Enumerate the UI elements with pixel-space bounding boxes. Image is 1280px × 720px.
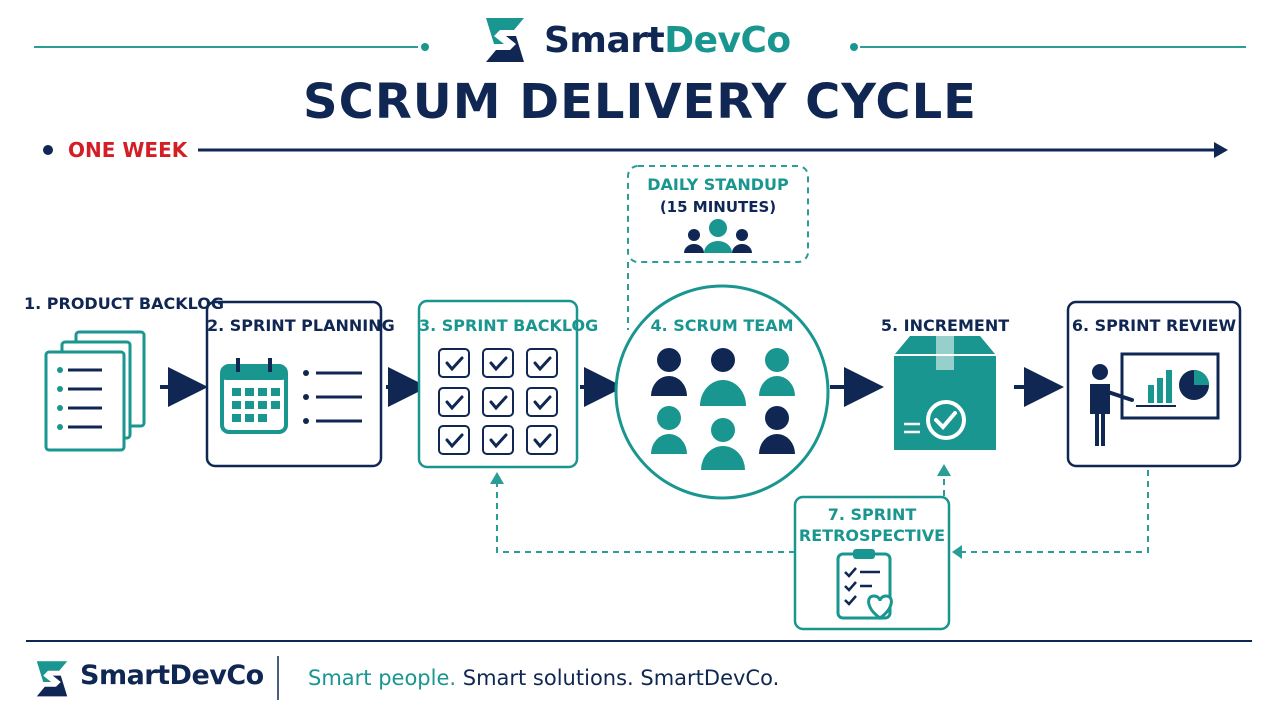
smartdevco-logo-icon xyxy=(480,14,530,66)
step-1-label: 1. PRODUCT BACKLOG xyxy=(24,294,225,313)
clipboard-heart-icon xyxy=(836,549,893,620)
retro-title-line2: RETROSPECTIVE xyxy=(798,526,946,545)
daily-standup-box xyxy=(627,165,809,330)
loop-arrowhead-increment xyxy=(937,464,951,476)
sprint-backlog-box xyxy=(417,299,579,469)
loop-arrowhead-retro xyxy=(952,545,962,559)
calendar-icon xyxy=(220,358,288,434)
scrum-team-circle xyxy=(614,284,830,500)
page-title: SCRUM DELIVERY CYCLE xyxy=(303,74,977,130)
brand-header: SmartDevCo xyxy=(0,10,1280,70)
timeline-arrow xyxy=(43,142,1228,158)
step-4-label: 4. SCRUM TEAM xyxy=(650,316,794,335)
loop-arrowhead-backlog xyxy=(490,472,504,484)
footer-tagline: Smart people. Smart solutions. SmartDevC… xyxy=(308,666,779,690)
footer-name-part1: Smart xyxy=(80,660,170,691)
brand-name-part1: Smart xyxy=(544,20,665,61)
step-6-label: 6. SPRINT REVIEW xyxy=(1071,316,1237,335)
box-check-icon xyxy=(894,336,996,450)
step-2-label: 2. SPRINT PLANNING xyxy=(207,316,395,335)
standup-people-icon xyxy=(684,219,752,253)
retro-title-line1: 7. SPRINT xyxy=(827,505,917,524)
documents-icon xyxy=(44,330,146,452)
tagline-part2: Smart solutions. SmartDevCo. xyxy=(456,666,780,690)
brand-wordmark: SmartDevCo xyxy=(544,20,791,61)
step-3-label: 3. SPRINT BACKLOG xyxy=(419,316,599,335)
header-lines xyxy=(34,43,1246,51)
feedback-loop xyxy=(496,470,1149,553)
standup-title: DAILY STANDUP xyxy=(647,175,789,194)
people-icon xyxy=(651,348,795,470)
footer-wordmark: SmartDevCo xyxy=(80,660,264,691)
sprint-planning-box xyxy=(205,300,383,468)
sprint-review-box xyxy=(1066,300,1242,468)
timeline-label: ONE WEEK xyxy=(68,138,188,162)
footer-logo-icon xyxy=(36,661,68,697)
brand-name-part2: DevCo xyxy=(664,20,791,61)
tagline-part1: Smart people. xyxy=(308,666,457,690)
checklist-grid-icon xyxy=(438,348,558,455)
sprint-retrospective-box xyxy=(793,495,951,631)
presenter-chart-icon xyxy=(1090,352,1220,446)
step-5-label: 5. INCREMENT xyxy=(880,316,1010,335)
footer-name-part2: DevCo xyxy=(169,660,265,691)
list-icon xyxy=(303,370,362,424)
standup-duration: (15 MINUTES) xyxy=(659,198,777,216)
